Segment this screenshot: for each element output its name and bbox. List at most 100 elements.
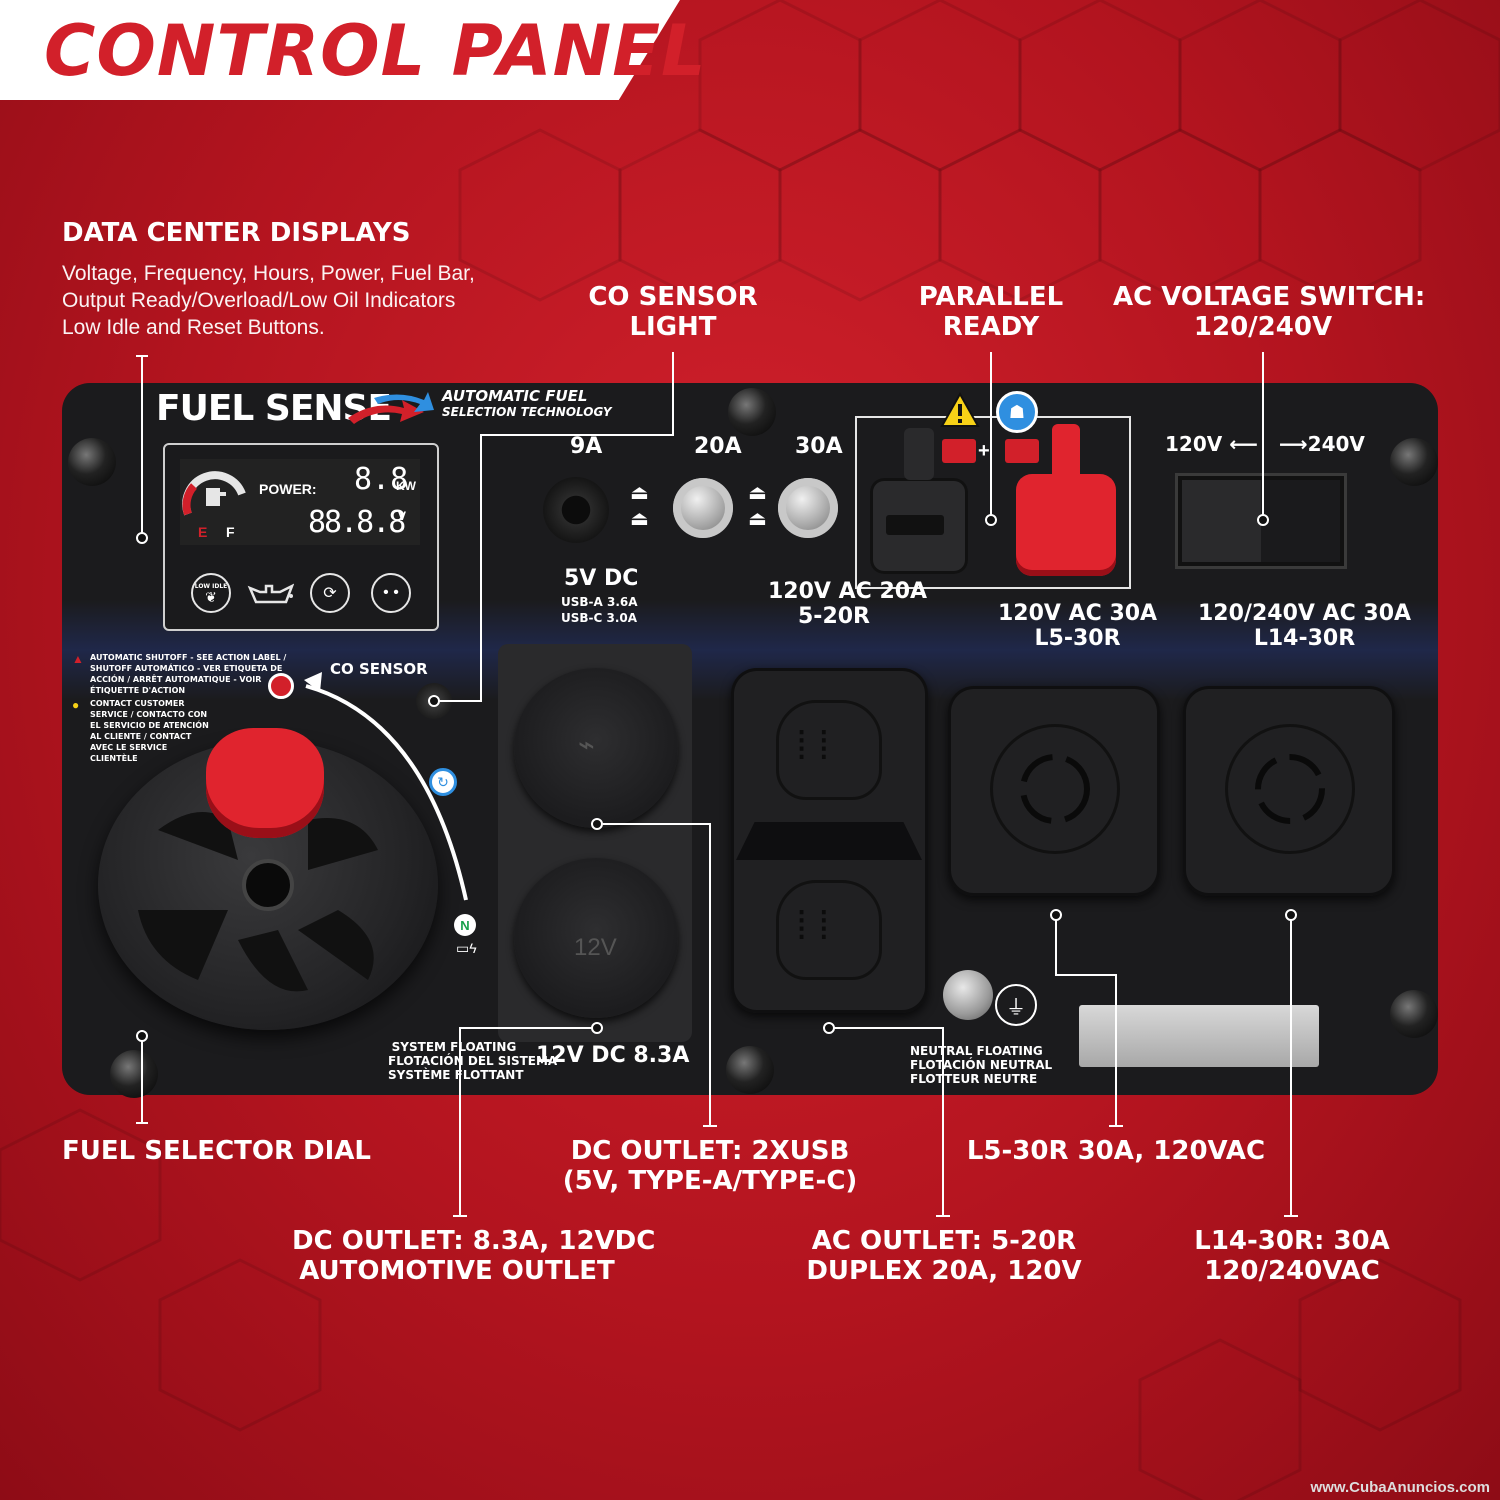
oil-can-icon	[247, 583, 294, 604]
reset-button[interactable]: ⟳	[310, 573, 350, 613]
leader-line	[141, 1040, 143, 1124]
receptacle-slots-icon: ⁞ ⁞	[796, 904, 830, 948]
callout-line: PARALLEL	[918, 282, 1064, 312]
l5-30r-receptacle[interactable]	[990, 724, 1120, 854]
power-label: POWER:	[259, 481, 317, 497]
12v-label: 12V DC 8.3A	[536, 1043, 690, 1068]
read-manual-icon: ☗	[996, 391, 1038, 433]
switch-right-text: 240V	[1307, 432, 1365, 456]
leader-dot	[985, 514, 997, 526]
data-center-title: DATA CENTER DISPLAYS	[62, 218, 411, 248]
leader-line	[603, 823, 711, 825]
tagline-line: AUTOMATIC FUEL	[442, 387, 588, 405]
breaker-20a-button[interactable]	[673, 478, 733, 538]
floating-line: SYSTEM FLOATING	[391, 1040, 517, 1054]
leader-line	[436, 700, 482, 702]
co-sensor-callout: CO SENSOR LIGHT	[573, 282, 773, 342]
fuel-dial-arc	[304, 672, 468, 901]
dial-handle[interactable]	[206, 728, 324, 838]
l14-30r-receptacle[interactable]	[1225, 724, 1355, 854]
leader-line	[1290, 920, 1292, 1217]
callout-line: AC OUTLET: 5-20R	[811, 1226, 1077, 1256]
low-idle-button[interactable]: LOW IDLE ❦	[191, 573, 231, 613]
data-center-desc-line: Output Ready/Overload/Low Oil Indicators	[62, 289, 456, 312]
data-center-desc-line: Voltage, Frequency, Hours, Power, Fuel B…	[62, 262, 475, 285]
l5-line: L5-30R	[1034, 626, 1121, 651]
propane-indicator-icon	[268, 673, 294, 699]
leader-line	[834, 1027, 944, 1029]
twist-lock-icon	[1020, 754, 1090, 824]
floating-line: SYSTÈME FLOTTANT	[388, 1068, 524, 1082]
callout-line: CO SENSOR	[588, 282, 758, 312]
ac20-line: 120V AC 20A	[768, 579, 928, 604]
breaker-9a-button[interactable]	[543, 477, 609, 543]
system-floating-text: SYSTEM FLOATING FLOTACIÓN DEL SISTEMA SY…	[388, 1040, 557, 1082]
leader-line	[1055, 920, 1057, 976]
leader-dot	[136, 532, 148, 544]
warning-line: EL SERVICIO DE ATENCIÓN	[90, 721, 209, 730]
dc-usb-callout: DC OUTLET: 2XUSB (5V, TYPE-A/TYPE-C)	[560, 1136, 860, 1196]
callout-line: DC OUTLET: 8.3A, 12VDC	[292, 1226, 656, 1256]
bolt-icon	[728, 388, 776, 436]
l14-line: 120/240V AC 30A	[1198, 601, 1412, 626]
warning-line: AVEC LE SERVICE	[90, 743, 168, 752]
12v-port-cover[interactable]	[514, 858, 678, 1018]
leaf-icon: ❦	[205, 588, 217, 605]
l14-callout: L14-30R: 30A 120/240VAC	[1182, 1226, 1402, 1286]
data-center-desc-line: Low Idle and Reset Buttons.	[62, 316, 325, 339]
parallel-port-red[interactable]	[1016, 474, 1116, 576]
parallel-cap-black	[904, 428, 934, 480]
warning-line: ACCIÓN / ARRÊT AUTOMATIQUE - VOIR	[90, 675, 262, 684]
callout-line: (5V, TYPE-A/TYPE-C)	[562, 1166, 858, 1196]
duplex-divider	[736, 822, 922, 860]
leader-dot	[428, 695, 440, 707]
leader-line	[459, 1027, 593, 1029]
leader-line	[453, 1215, 467, 1217]
ac20-line: 5-20R	[798, 604, 870, 629]
breaker-label-20a: 20A	[694, 434, 742, 459]
watermark: www.CubaAnuncios.com	[1310, 1479, 1490, 1496]
off-indicator-icon: N	[454, 914, 476, 936]
leader-line	[480, 434, 482, 702]
gasoline-indicator-icon: ↻	[429, 768, 457, 796]
switch-left-text: 120V	[1165, 432, 1223, 456]
more-button[interactable]: • •	[371, 573, 411, 613]
dots-icon: • •	[383, 584, 399, 601]
bolt-icon	[726, 1046, 774, 1094]
bolt-icon	[110, 1050, 158, 1098]
warning-line: AUTOMATIC SHUTOFF - SEE ACTION LABEL /	[90, 653, 287, 662]
kw-readout: 8.8	[354, 462, 409, 497]
ac-520-callout: AC OUTLET: 5-20R DUPLEX 20A, 120V	[804, 1226, 1084, 1286]
parallel-callout: PARALLEL READY	[891, 282, 1091, 342]
breaker-30a-button[interactable]	[778, 478, 838, 538]
l14-label: 120/240V AC 30A L14-30R	[1198, 601, 1411, 651]
l5-label: 120V AC 30A L5-30R	[998, 601, 1157, 651]
twist-lock-icon	[1255, 754, 1325, 824]
low-idle-text: LOW IDLE	[194, 583, 228, 590]
dc-12v-callout: DC OUTLET: 8.3A, 12VDC AUTOMOTIVE OUTLET	[292, 1226, 656, 1286]
ac-receptacle-top[interactable]	[776, 700, 882, 800]
kw-unit: KW	[396, 479, 416, 493]
warning-line: CONTACT CUSTOMER	[90, 699, 185, 708]
callout-line: AUTOMOTIVE OUTLET	[299, 1256, 615, 1286]
l5-line: 120V AC 30A	[998, 601, 1158, 626]
leader-dot	[1257, 514, 1269, 526]
fuel-dial-callout: FUEL SELECTOR DIAL	[62, 1136, 372, 1166]
leader-line	[136, 355, 148, 357]
breaker-label-9a: 9A	[570, 434, 603, 459]
leader-line	[703, 1125, 717, 1127]
warning-icon	[940, 392, 980, 427]
serial-plate	[1079, 1005, 1319, 1067]
usb-port-cover[interactable]	[514, 668, 678, 828]
usb-c-rating: USB-C 3.0A	[561, 611, 638, 625]
callout-line: DC OUTLET: 2XUSB	[570, 1136, 850, 1166]
leader-line	[672, 352, 674, 436]
usb-title: 5V DC	[564, 566, 639, 591]
gauge-full-label: F	[226, 524, 235, 540]
callout-line: READY	[942, 312, 1040, 342]
leader-line	[709, 823, 711, 1127]
ground-terminal[interactable]	[943, 970, 993, 1020]
ac-receptacle-bottom[interactable]	[776, 880, 882, 980]
service-bulb-icon: ●	[72, 698, 80, 712]
